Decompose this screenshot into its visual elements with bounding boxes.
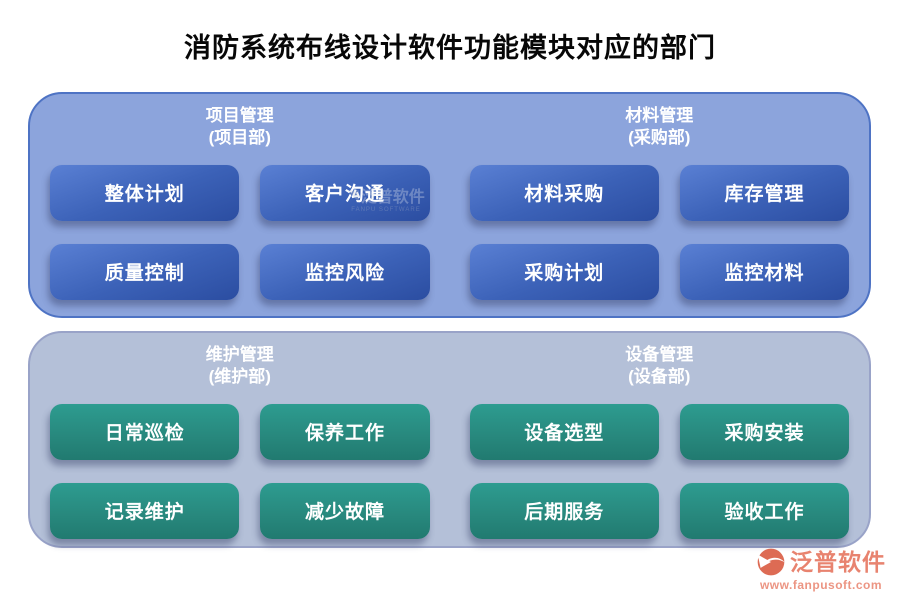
module-button-material-purchase[interactable]: 材料采购 xyxy=(469,164,659,221)
section-header: 材料管理 (采购部) xyxy=(450,105,870,150)
module-grid: 设备选型 采购安装 后期服务 验收工作 xyxy=(469,403,849,539)
panel-maintenance-equipment: 维护管理 (维护部) 日常巡检 保养工作 记录维护 减少故障 设备管理 (设备部… xyxy=(28,331,871,548)
section-material-management: 材料管理 (采购部) 材料采购 库存管理 采购计划 监控材料 xyxy=(450,94,870,316)
module-button-equipment-selection[interactable]: 设备选型 xyxy=(469,403,659,460)
section-title: 维护管理 xyxy=(205,345,274,364)
module-grid: 日常巡检 保养工作 记录维护 减少故障 xyxy=(50,403,430,539)
module-button-quality-control[interactable]: 质量控制 xyxy=(50,243,240,300)
fanpu-logo-icon xyxy=(757,549,785,576)
module-grid: 材料采购 库存管理 采购计划 监控材料 xyxy=(469,164,849,300)
section-department: (采购部) xyxy=(628,128,691,148)
section-header: 设备管理 (设备部) xyxy=(450,344,870,389)
module-button-after-sales-service[interactable]: 后期服务 xyxy=(469,482,659,539)
module-button-maintenance-work[interactable]: 保养工作 xyxy=(260,403,430,460)
module-button-overall-plan[interactable]: 整体计划 xyxy=(50,164,240,221)
section-title: 材料管理 xyxy=(625,106,694,125)
section-title: 项目管理 xyxy=(205,106,274,125)
section-department: (项目部) xyxy=(208,128,271,148)
brand-row: 泛普软件 xyxy=(756,547,886,577)
module-button-purchase-plan[interactable]: 采购计划 xyxy=(469,243,659,300)
section-maintenance-management: 维护管理 (维护部) 日常巡检 保养工作 记录维护 减少故障 xyxy=(30,333,450,546)
fanpu-logo[interactable]: 泛普软件 www.fanpusoft.com xyxy=(756,547,886,592)
module-grid: 整体计划 客户沟通 质量控制 监控风险 xyxy=(50,164,430,300)
panel-project-material: 项目管理 (项目部) 整体计划 客户沟通 质量控制 监控风险 材料管理 (采购部… xyxy=(28,92,871,318)
module-button-acceptance-work[interactable]: 验收工作 xyxy=(679,482,849,539)
module-button-customer-communication[interactable]: 客户沟通 xyxy=(260,164,430,221)
module-button-material-monitoring[interactable]: 监控材料 xyxy=(679,243,849,300)
module-button-purchase-installation[interactable]: 采购安装 xyxy=(679,403,849,460)
section-title: 设备管理 xyxy=(625,345,694,364)
section-department: (维护部) xyxy=(208,367,271,387)
brand-url: www.fanpusoft.com xyxy=(759,578,883,593)
module-button-inventory-management[interactable]: 库存管理 xyxy=(679,164,849,221)
section-project-management: 项目管理 (项目部) 整体计划 客户沟通 质量控制 监控风险 xyxy=(30,94,450,316)
module-button-risk-monitoring[interactable]: 监控风险 xyxy=(260,243,430,300)
section-header: 维护管理 (维护部) xyxy=(30,344,450,389)
module-button-reduce-failures[interactable]: 减少故障 xyxy=(260,482,430,539)
section-department: (设备部) xyxy=(628,367,691,387)
brand-name: 泛普软件 xyxy=(790,549,886,576)
module-button-record-maintenance[interactable]: 记录维护 xyxy=(50,482,240,539)
section-equipment-management: 设备管理 (设备部) 设备选型 采购安装 后期服务 验收工作 xyxy=(450,333,870,546)
page-title: 消防系统布线设计软件功能模块对应的部门 xyxy=(184,33,716,63)
section-header: 项目管理 (项目部) xyxy=(30,105,450,150)
module-button-daily-inspection[interactable]: 日常巡检 xyxy=(50,403,240,460)
